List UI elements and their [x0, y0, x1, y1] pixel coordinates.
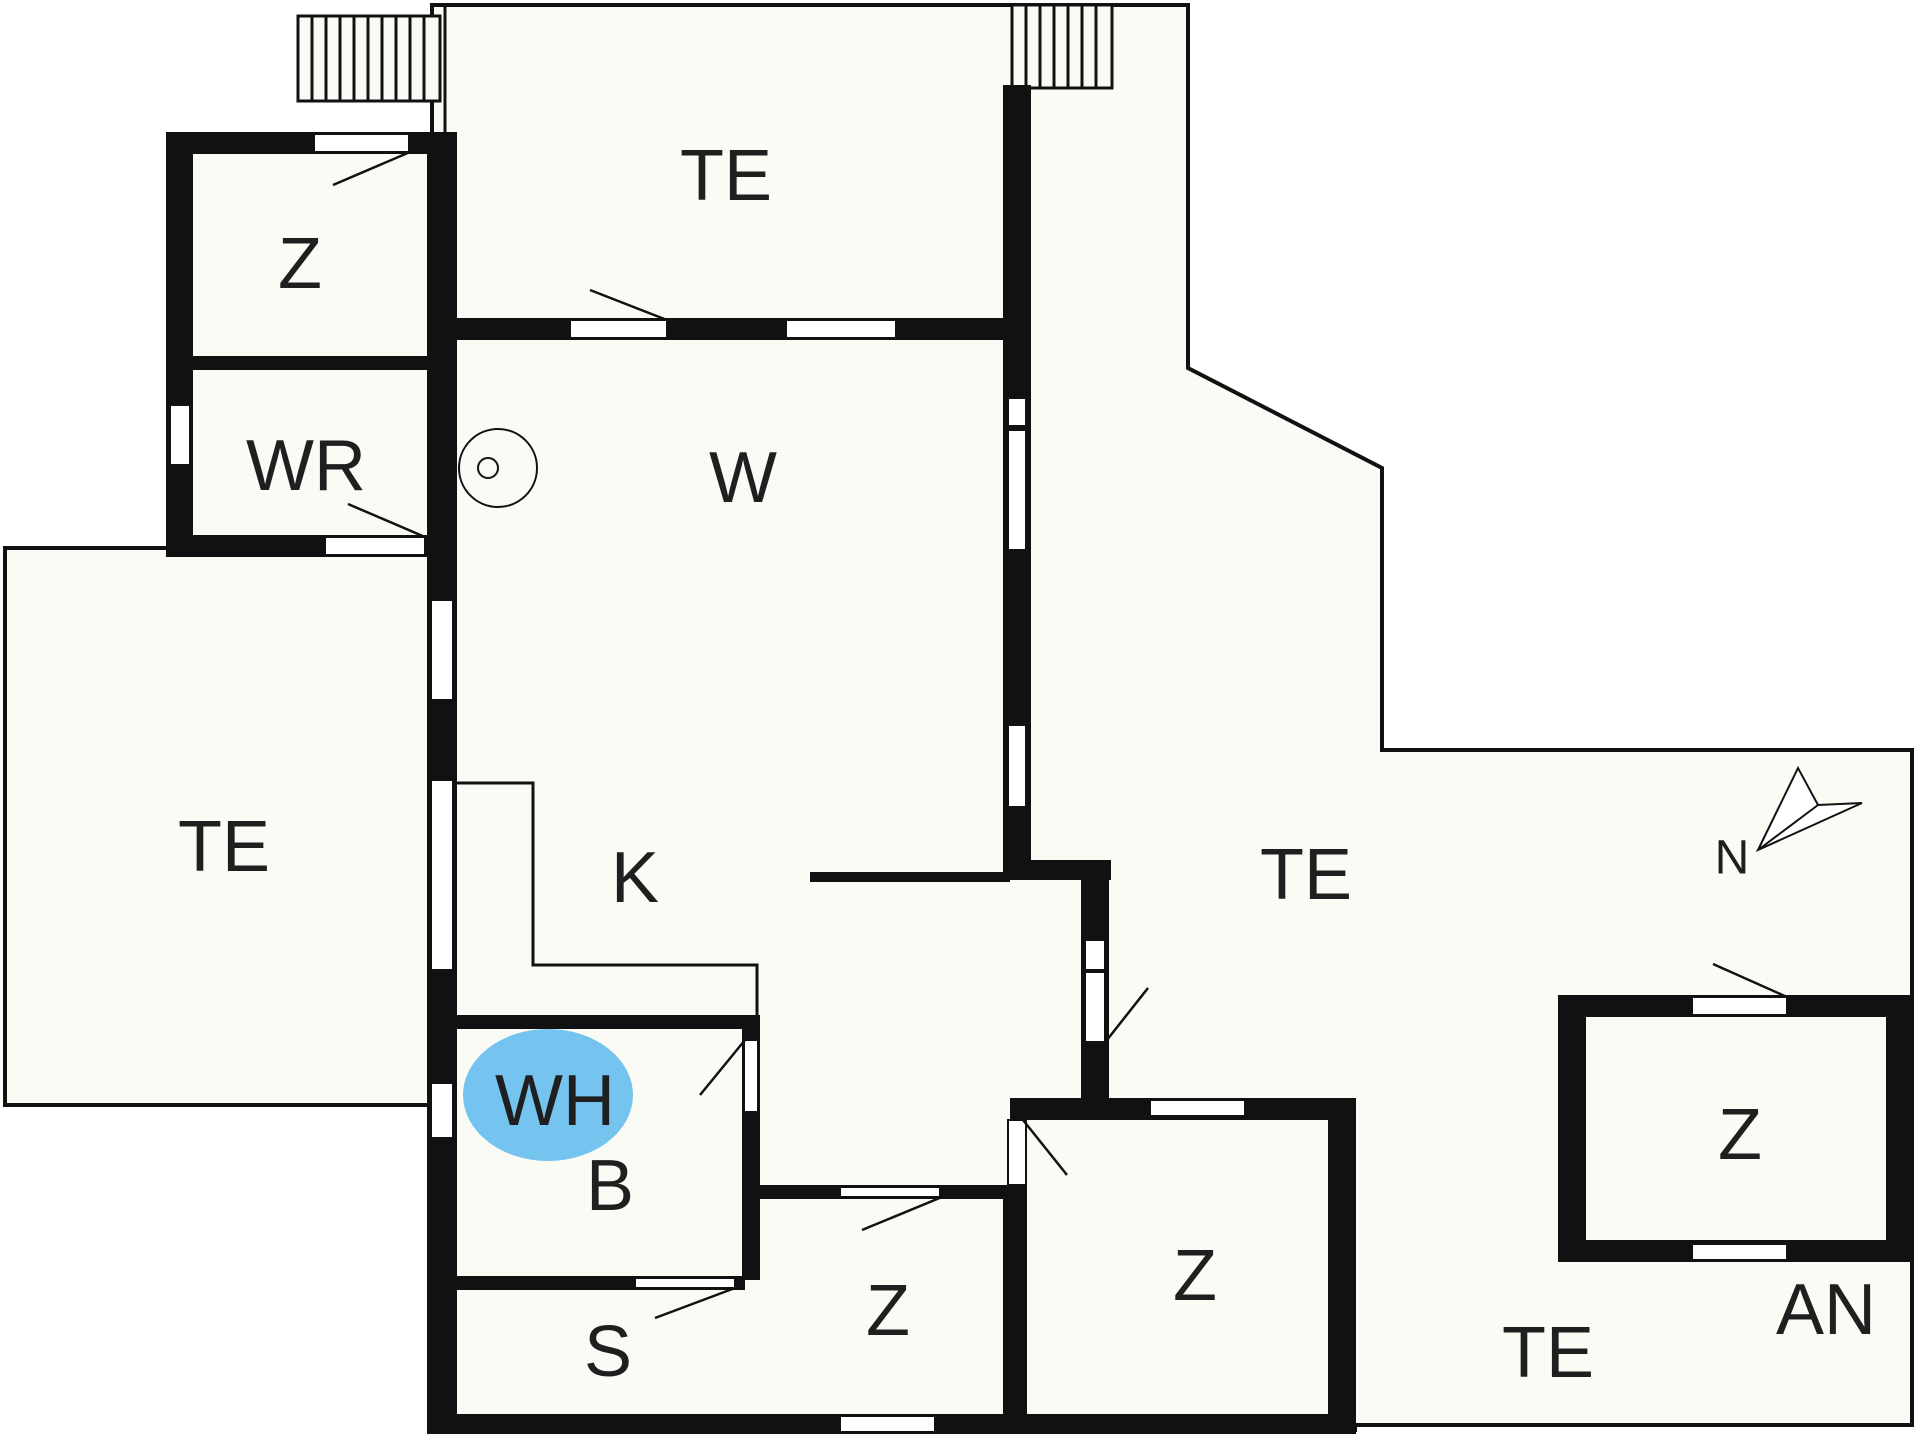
room-label-s: S [584, 1312, 632, 1392]
steps [296, 3, 1114, 103]
room-label-te-bottom: TE [1502, 1313, 1594, 1393]
room-label-z-bottom-middle: Z [866, 1271, 910, 1351]
stove-circle [458, 428, 538, 508]
room-label-w: W [709, 438, 777, 518]
room-label-z-top-left: Z [278, 224, 322, 304]
door-swings [332, 150, 1788, 1320]
kitchen-counter [455, 781, 759, 1020]
interior-thin-lines [443, 5, 759, 1020]
compass: N [1715, 765, 1863, 885]
room-label-an: AN [1776, 1270, 1876, 1350]
room-label-b: B [586, 1146, 634, 1226]
left-terrace [3, 546, 435, 1107]
room-label-k: K [611, 838, 659, 918]
room-label-te-top: TE [680, 136, 772, 216]
room-label-te-right: TE [1260, 835, 1352, 915]
openings [169, 133, 1788, 1433]
north-label: N [1715, 832, 1750, 885]
room-labels: TE Z WR W TE K TE WH B S Z Z Z TE AN [178, 136, 1876, 1393]
room-label-z-bottom-center: Z [1173, 1236, 1217, 1316]
room-label-wr: WR [246, 426, 366, 506]
highlight-marker [463, 1029, 633, 1161]
room-label-wh: WH [495, 1061, 615, 1141]
fixture [458, 428, 538, 508]
room-label-z-right: Z [1718, 1095, 1762, 1175]
floor-areas [3, 3, 1914, 1432]
room-label-te-left: TE [178, 807, 270, 887]
compass-arrow-icon [1755, 765, 1863, 853]
